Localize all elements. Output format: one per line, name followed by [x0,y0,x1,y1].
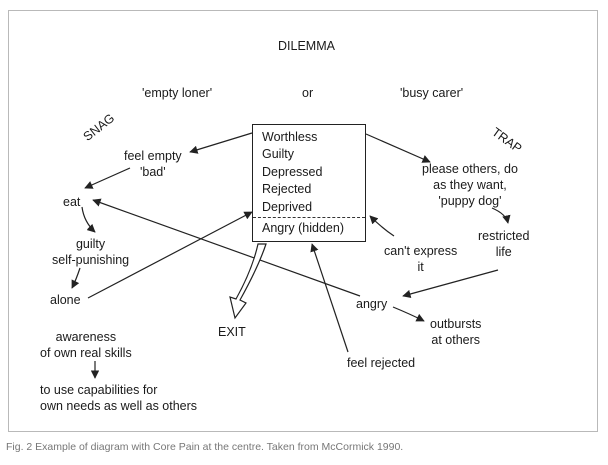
core-divider [253,217,365,218]
node-feel-rejected: feel rejected [347,356,416,370]
node-feel-empty: feel empty 'bad' [124,149,182,179]
core-state-deprived: Deprived [262,199,313,214]
exit-label: EXIT [218,325,246,339]
core-state-depressed: Depressed [262,164,323,179]
core-hidden-state: Angry (hidden) [262,221,344,235]
node-please-others: please others, do as they want, 'puppy d… [422,162,518,208]
arrow-feel-rejected-to-core [310,243,349,353]
dilemma-or: or [302,86,314,100]
arrow-guilty-to-alone [71,267,81,289]
dilemma-right: 'busy carer' [400,86,464,100]
arrow-feel-empty-to-eat [84,167,131,189]
core-pain-box: Worthless Guilty Depressed Rejected Depr… [252,124,366,242]
node-alone: alone [50,293,81,307]
arrow-alone-to-core [87,211,253,299]
awareness-capabilities: to use capabilities for own needs as wel… [40,383,198,413]
awareness-skills: awareness of own real skills [40,330,132,360]
exit-arrow [229,243,267,320]
node-outbursts: outbursts at others [430,317,482,347]
arrow-restricted-to-angry [402,269,499,299]
arrow-core-to-feel-empty [189,132,253,154]
core-states-list: Worthless Guilty Depressed Rejected Depr… [262,129,322,216]
node-eat: eat [63,195,81,209]
node-guilty: guilty self-punishing [52,237,130,267]
diagram-title: DILEMMA [278,39,335,53]
arrow-core-to-please-others [365,133,431,163]
node-cant-express: can't express it [384,244,458,274]
arrow-cant-express-to-core [369,215,395,237]
arrow-eat-to-guilty [81,206,96,233]
arrow-angry-to-eat [92,198,361,297]
core-state-rejected: Rejected [262,182,312,197]
node-restricted-life: restricted life [478,229,530,259]
core-state-guilty: Guilty [262,147,294,162]
figure-caption: Fig. 2 Example of diagram with Core Pain… [6,441,404,453]
core-state-worthless: Worthless [262,130,318,144]
arrow-please-to-restricted [491,207,511,224]
dilemma-left: 'empty loner' [142,86,213,100]
node-angry: angry [356,297,388,311]
arrow-angry-to-outbursts [392,306,425,322]
